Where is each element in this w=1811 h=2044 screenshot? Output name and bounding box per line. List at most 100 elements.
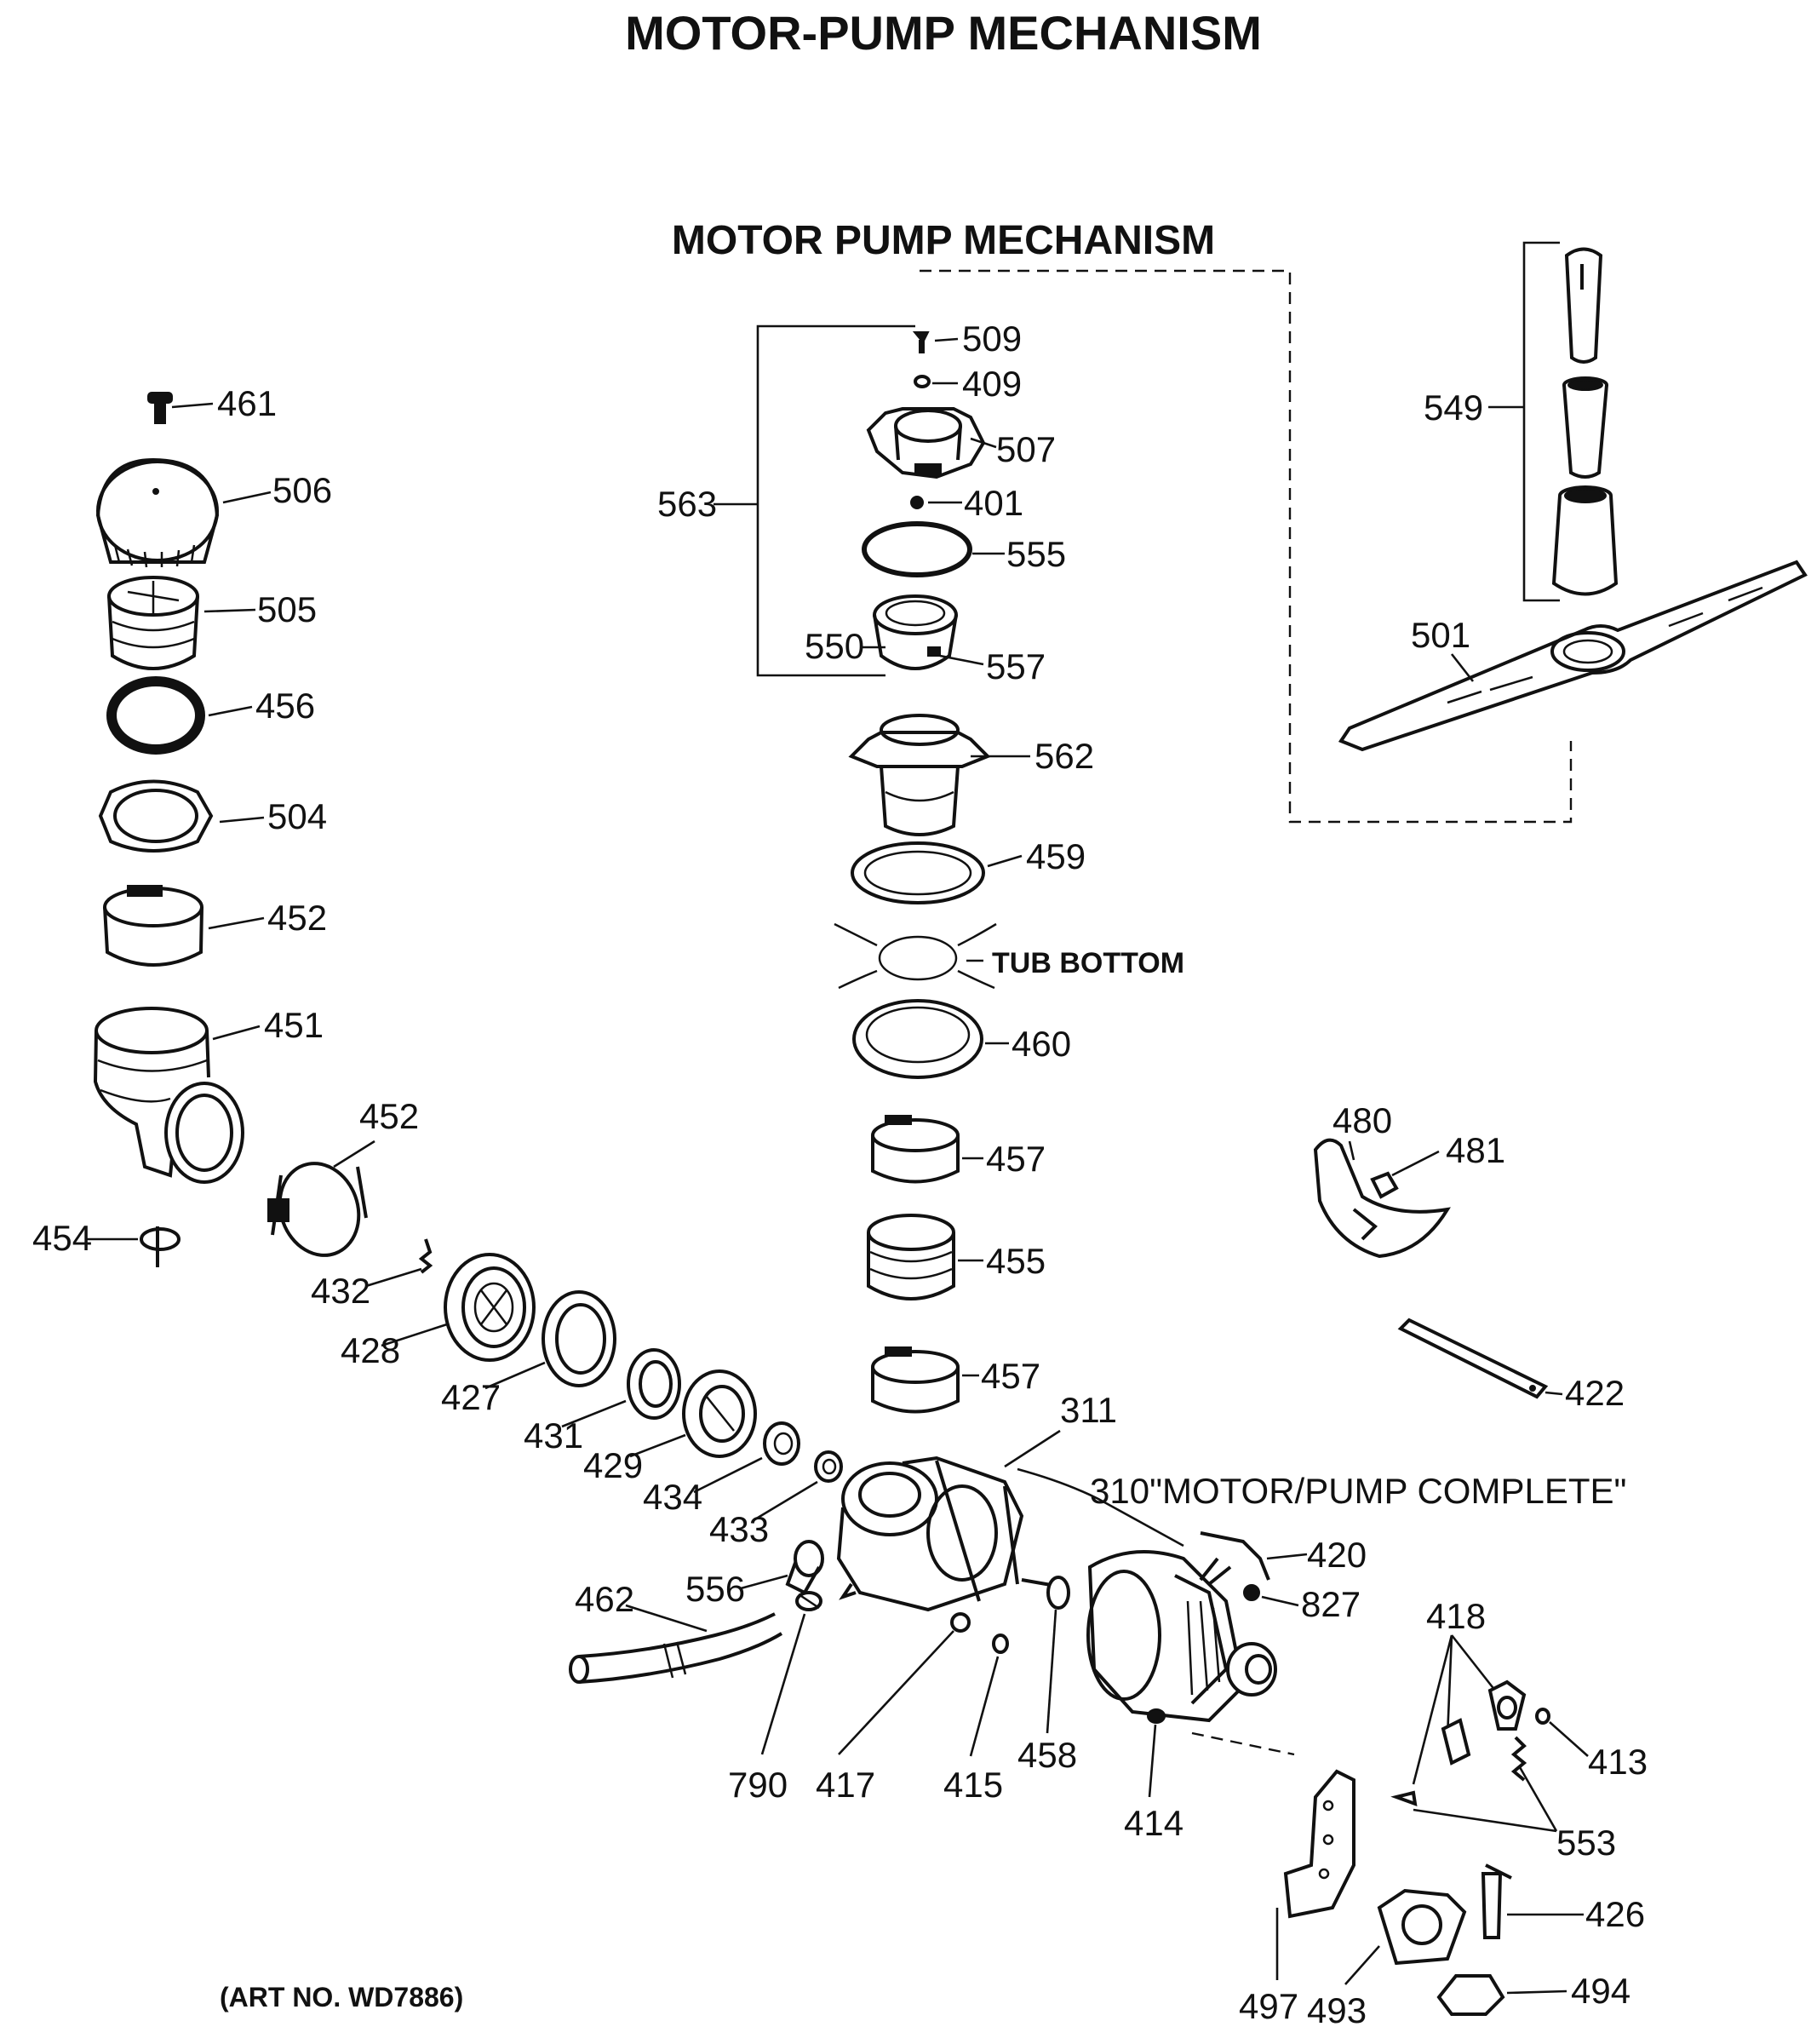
label-420: 420	[1307, 1535, 1367, 1575]
label-415: 415	[943, 1765, 1003, 1805]
label-555: 555	[1006, 534, 1066, 574]
seal-431-icon	[627, 1348, 681, 1420]
label-550: 550	[805, 626, 864, 666]
clamp-452b-icon	[267, 1162, 368, 1257]
label-460: 460	[1012, 1024, 1071, 1064]
label-556: 556	[685, 1569, 745, 1609]
manifold-562-icon	[848, 714, 991, 836]
art-number: (ART NO. WD7886)	[220, 1982, 463, 2012]
label-429: 429	[583, 1445, 643, 1485]
hose-455-icon	[867, 1214, 955, 1300]
label-456: 456	[255, 686, 315, 726]
label-431: 431	[524, 1415, 583, 1455]
label-549: 549	[1424, 388, 1483, 428]
label-413: 413	[1588, 1742, 1648, 1782]
nut-460-icon	[852, 999, 983, 1079]
spring-553-icon	[1510, 1736, 1527, 1782]
clamp-452-icon	[103, 885, 203, 967]
plunger-426-icon	[1481, 1863, 1512, 1939]
assembly-dashed-outline	[920, 269, 1573, 824]
label-422: 422	[1565, 1373, 1625, 1413]
label-409: 409	[962, 364, 1022, 404]
label-494: 494	[1571, 1971, 1630, 2011]
ring-555-icon	[862, 521, 972, 577]
label-493: 493	[1307, 1990, 1367, 2030]
label-462: 462	[575, 1579, 634, 1619]
label-497: 497	[1239, 1986, 1298, 2026]
label-457b: 457	[981, 1356, 1040, 1396]
label-432: 432	[311, 1271, 370, 1311]
label-459: 459	[1026, 836, 1086, 876]
label-461: 461	[217, 383, 277, 423]
nut-415-icon	[992, 1633, 1009, 1654]
page-title: MOTOR-PUMP MECHANISM	[625, 6, 1262, 60]
strainer-505-icon	[107, 576, 199, 670]
label-827: 827	[1301, 1584, 1361, 1624]
label-504: 504	[267, 796, 327, 836]
screw-461-icon	[147, 392, 173, 424]
label-418: 418	[1426, 1596, 1486, 1636]
tub-bottom-label: TUB BOTTOM	[992, 947, 1184, 979]
section-title: MOTOR PUMP MECHANISM	[672, 218, 1215, 263]
label-562: 562	[1034, 736, 1094, 776]
label-790: 790	[728, 1765, 788, 1805]
washer-433-icon	[814, 1450, 843, 1483]
pump-housing-311-icon	[836, 1455, 1024, 1612]
label-457a: 457	[986, 1139, 1046, 1179]
sump-housing-451-icon	[93, 1007, 244, 1184]
label-401: 401	[964, 483, 1023, 523]
cap-556-icon	[785, 1540, 824, 1595]
clip-454-icon	[140, 1226, 181, 1267]
spray-arm-501-icon	[1338, 560, 1808, 752]
ring-427-icon	[542, 1290, 616, 1387]
label-455: 455	[986, 1241, 1046, 1281]
strainer-cover-506-icon	[95, 457, 220, 568]
bracket-549	[1522, 241, 1560, 602]
label-428: 428	[341, 1330, 400, 1370]
spray-tube-549-icon	[1551, 247, 1619, 596]
label-417: 417	[816, 1765, 875, 1805]
impeller-429-icon	[682, 1369, 757, 1458]
nut-504-icon	[98, 779, 214, 853]
screw-414-icon	[1147, 1708, 1166, 1724]
housing-550-icon	[873, 594, 958, 670]
label-480: 480	[1332, 1100, 1392, 1140]
ring-413-icon	[1535, 1708, 1550, 1725]
pin-557-icon	[927, 646, 941, 657]
washer-417-icon	[950, 1612, 971, 1633]
label-458: 458	[1017, 1735, 1077, 1775]
label-433: 433	[709, 1509, 769, 1549]
spring-432-icon	[418, 1238, 433, 1274]
label-311: 311	[1060, 1390, 1117, 1430]
wire-422-icon	[1397, 1318, 1549, 1399]
label-452a: 452	[267, 898, 327, 938]
label-563: 563	[657, 484, 717, 524]
solenoid-493-icon	[1377, 1888, 1467, 1966]
washer-401-icon	[910, 496, 924, 509]
wire-420-icon	[1200, 1531, 1270, 1581]
bracket-497-icon	[1283, 1769, 1355, 1919]
label-509: 509	[962, 319, 1022, 359]
clamp-457b-icon	[871, 1346, 960, 1414]
label-414: 414	[1124, 1803, 1183, 1843]
label-507: 507	[996, 429, 1056, 469]
label-454: 454	[32, 1218, 92, 1258]
label-434: 434	[643, 1477, 702, 1517]
label-506: 506	[272, 470, 332, 510]
hub-507-icon	[866, 407, 986, 479]
label-557: 557	[986, 646, 1046, 686]
clip-481-icon	[1370, 1171, 1399, 1199]
label-451: 451	[264, 1005, 324, 1045]
washer-409-icon	[914, 375, 931, 388]
tub-bottom-icon	[834, 922, 997, 990]
clamp-457a-icon	[871, 1115, 960, 1184]
deflector-480-icon	[1313, 1138, 1451, 1259]
label-481: 481	[1446, 1130, 1505, 1170]
label-motor-pump-complete: 310"MOTOR/PUMP COMPLETE"	[1090, 1471, 1626, 1511]
label-501: 501	[1411, 615, 1470, 655]
label-452b: 452	[359, 1096, 419, 1136]
switch-494-icon	[1436, 1974, 1505, 2016]
motor-310-icon	[1086, 1550, 1277, 1723]
bolt-458-icon	[1021, 1576, 1070, 1610]
